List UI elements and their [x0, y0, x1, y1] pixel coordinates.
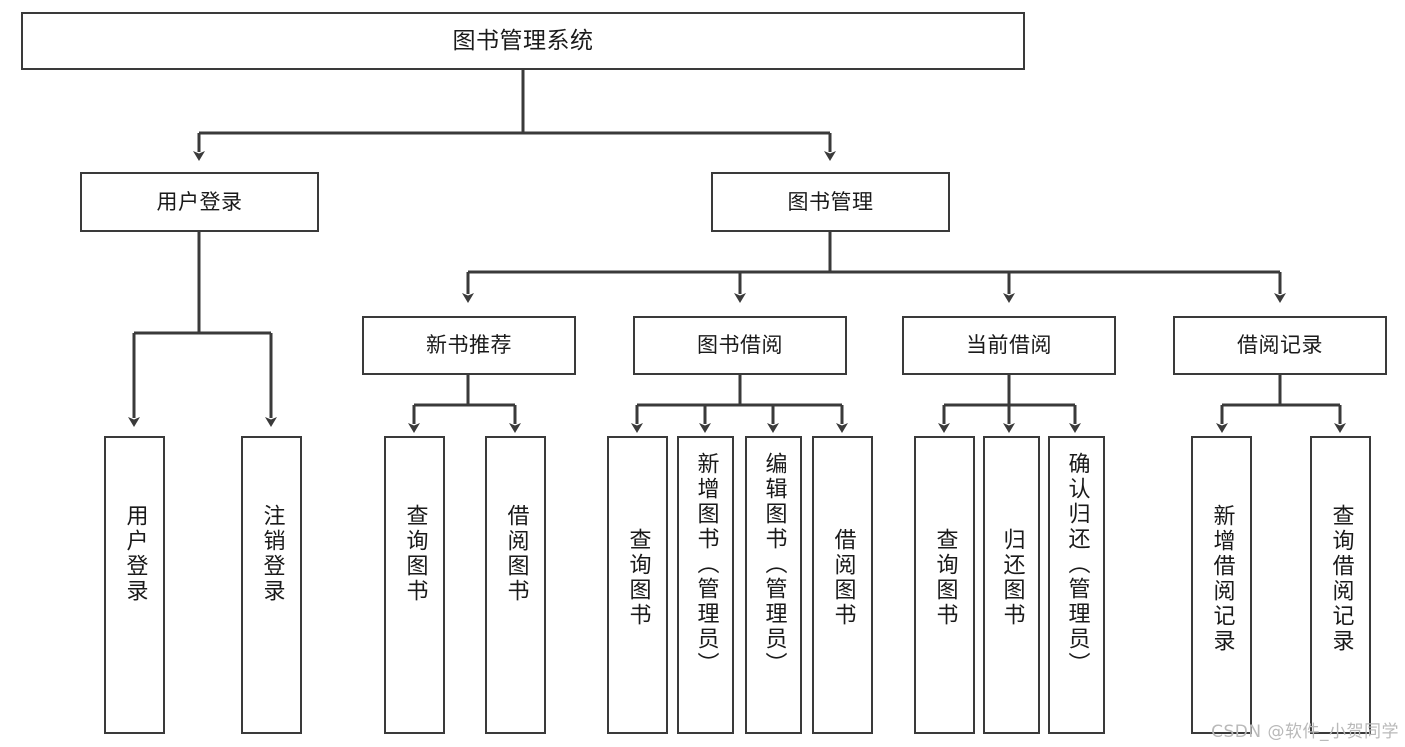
node-label: 图书管理 — [787, 189, 874, 214]
node-leaf-query-book-2[interactable]: 查询图书 — [607, 436, 668, 734]
node-leaf-return-book[interactable]: 归还图书 — [983, 436, 1040, 734]
node-leaf-borrow-book-1[interactable]: 借阅图书 — [485, 436, 546, 734]
node-leaf-borrow-book-2[interactable]: 借阅图书 — [812, 436, 873, 734]
node-borrow-record[interactable]: 借阅记录 — [1173, 316, 1387, 375]
node-label: 新增图书（管理员） — [693, 452, 719, 677]
node-label: 图书管理系统 — [452, 27, 594, 54]
node-leaf-add-book[interactable]: 新增图书（管理员） — [677, 436, 734, 734]
csdn-watermark: CSDN @软件_小贺同学 — [1211, 722, 1399, 742]
node-label: 图书借阅 — [697, 333, 783, 358]
node-label: 新书推荐 — [426, 333, 512, 358]
node-label: 查询图书 — [625, 528, 651, 628]
node-leaf-query-book-1[interactable]: 查询图书 — [384, 436, 445, 734]
node-label: 查询图书 — [402, 504, 428, 604]
node-label: 注销登录 — [259, 504, 285, 604]
node-new-book-recommend[interactable]: 新书推荐 — [362, 316, 576, 375]
node-label: 归还图书 — [999, 528, 1025, 628]
node-label: 查询借阅记录 — [1328, 504, 1354, 654]
node-current-borrow[interactable]: 当前借阅 — [902, 316, 1116, 375]
node-leaf-user-login[interactable]: 用户登录 — [104, 436, 165, 734]
node-user-login[interactable]: 用户登录 — [80, 172, 319, 232]
node-leaf-query-record[interactable]: 查询借阅记录 — [1310, 436, 1371, 734]
node-label: 新增借阅记录 — [1209, 504, 1235, 654]
node-label: 用户登录 — [156, 189, 243, 214]
node-label: 查询图书 — [932, 528, 958, 628]
node-label: 确认归还（管理员） — [1064, 452, 1090, 677]
node-label: 用户登录 — [122, 504, 148, 604]
node-leaf-confirm-return[interactable]: 确认归还（管理员） — [1048, 436, 1105, 734]
node-leaf-query-book-3[interactable]: 查询图书 — [914, 436, 975, 734]
node-label: 当前借阅 — [966, 333, 1052, 358]
node-label: 借阅图书 — [503, 504, 529, 604]
node-book-management[interactable]: 图书管理 — [711, 172, 950, 232]
node-label: 编辑图书（管理员） — [761, 452, 787, 677]
node-leaf-add-record[interactable]: 新增借阅记录 — [1191, 436, 1252, 734]
node-book-borrow[interactable]: 图书借阅 — [633, 316, 847, 375]
node-root[interactable]: 图书管理系统 — [21, 12, 1025, 70]
node-leaf-edit-book[interactable]: 编辑图书（管理员） — [745, 436, 802, 734]
node-leaf-logout-login[interactable]: 注销登录 — [241, 436, 302, 734]
node-label: 借阅图书 — [830, 528, 856, 628]
node-label: 借阅记录 — [1237, 333, 1323, 358]
